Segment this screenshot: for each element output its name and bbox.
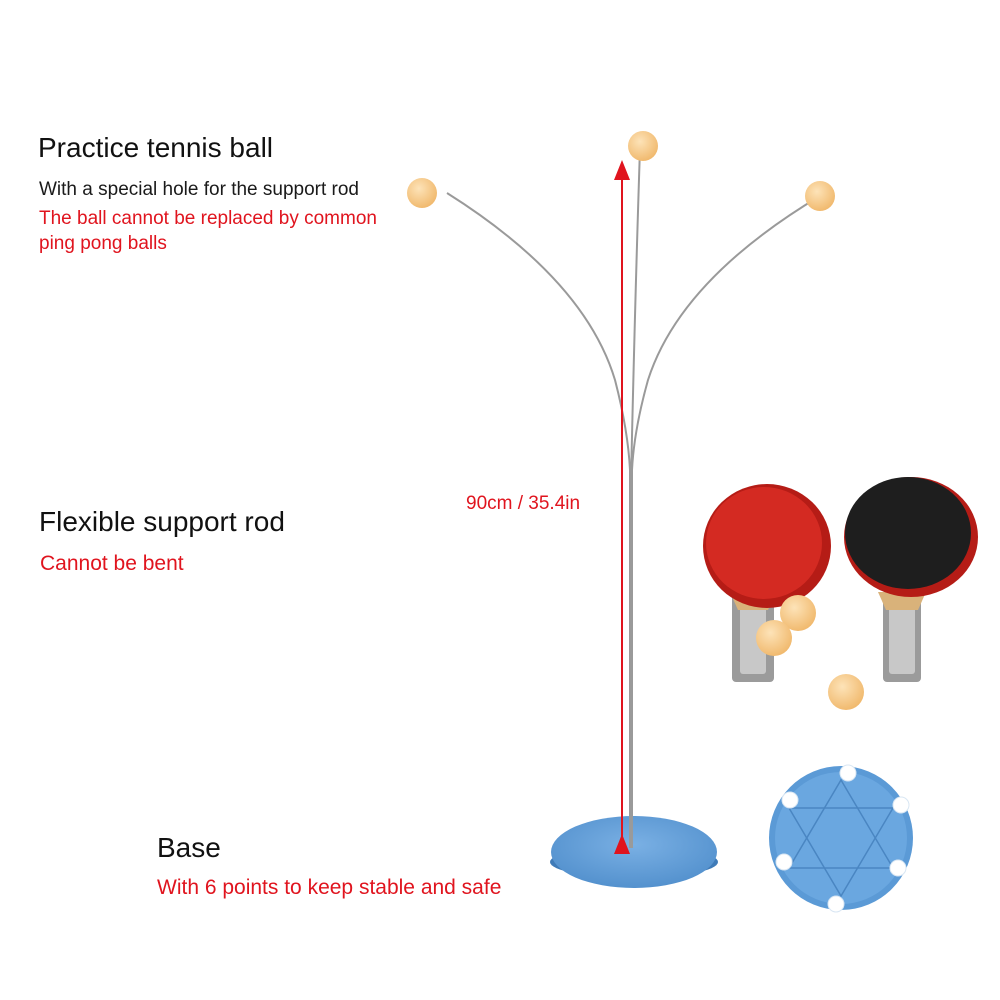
rod-callout-title: Flexible support rod (39, 506, 285, 537)
ball-icon-loose-3 (828, 674, 864, 710)
base-callout-note: With 6 points to keep stable and safe (157, 876, 502, 899)
ball-icon-left (407, 178, 437, 208)
ball-icon-top (628, 131, 658, 161)
black-paddle-icon (844, 477, 978, 682)
ball-icon-loose-2 (756, 620, 792, 656)
red-paddle-icon (703, 484, 831, 682)
base-disc (550, 816, 718, 888)
ball-callout-note-2: ping pong balls (39, 233, 167, 254)
base-callout-title: Base (157, 832, 221, 863)
ball-callout-title: Practice tennis ball (38, 132, 274, 163)
ball-callout-note-1: The ball cannot be replaced by common (39, 208, 377, 229)
rod-callout-note: Cannot be bent (40, 552, 184, 575)
ball-callout-desc: With a special hole for the support rod (39, 179, 360, 200)
base-underside-icon (769, 764, 913, 913)
ball-icon-right (805, 181, 835, 211)
dimension-label: 90cm / 35.4in (466, 493, 581, 514)
ball-icon-loose-1 (780, 595, 816, 631)
